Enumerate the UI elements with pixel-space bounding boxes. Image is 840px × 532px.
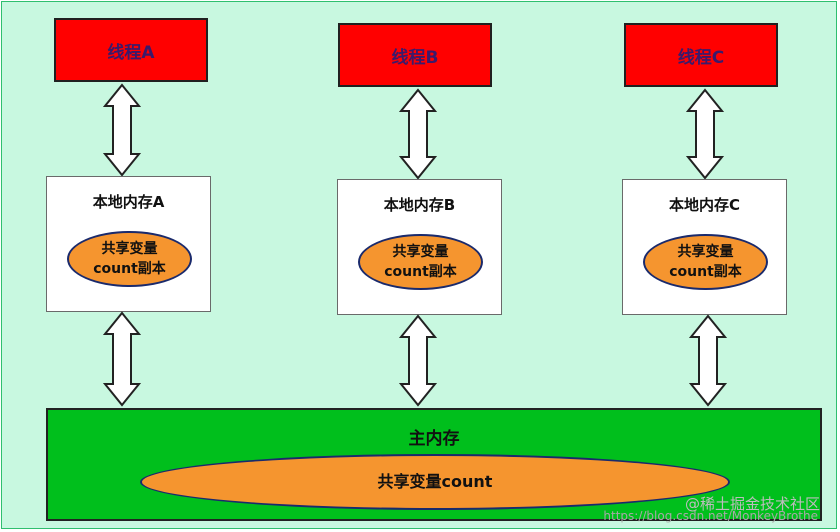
local-memory-c-variable: 共享变量 count副本 bbox=[643, 234, 768, 290]
local-memory-b-variable: 共享变量 count副本 bbox=[358, 234, 483, 290]
watermark-url: https://blog.csdn.net/MonkeyBrothe bbox=[603, 509, 818, 523]
main-memory-title: 主内存 bbox=[408, 429, 460, 449]
local-memory-b-title: 本地内存B bbox=[383, 196, 456, 214]
thread-b-box: 线程B bbox=[338, 23, 492, 87]
variable-line1: 共享变量 bbox=[101, 241, 158, 257]
local-c-main-arrow bbox=[688, 314, 728, 407]
thread-b-local-arrow bbox=[398, 88, 438, 180]
local-memory-a: 本地内存A 共享变量 count副本 bbox=[46, 176, 211, 312]
main-variable-label: 共享变量count bbox=[377, 472, 493, 491]
local-memory-c: 本地内存C 共享变量 count副本 bbox=[622, 179, 787, 315]
thread-c-label: 线程C bbox=[677, 47, 725, 68]
local-memory-a-variable: 共享变量 count副本 bbox=[67, 231, 192, 287]
local-b-main-arrow bbox=[398, 314, 438, 407]
watermark-brand: @稀土掘金技术社区 bbox=[684, 495, 820, 513]
thread-a-label: 线程A bbox=[107, 42, 155, 63]
thread-a-box: 线程A bbox=[54, 18, 208, 82]
main-memory: 主内存 共享变量count bbox=[46, 408, 822, 521]
variable-line2: count副本 bbox=[384, 264, 457, 280]
local-memory-b: 本地内存B 共享变量 count副本 bbox=[337, 179, 502, 315]
thread-a-local-arrow bbox=[102, 83, 142, 177]
thread-c-box: 线程C bbox=[624, 23, 778, 87]
variable-line2: count副本 bbox=[93, 261, 166, 277]
variable-line2: count副本 bbox=[669, 264, 742, 280]
local-memory-a-title: 本地内存A bbox=[92, 193, 165, 211]
local-memory-c-title: 本地内存C bbox=[668, 196, 740, 214]
thread-b-label: 线程B bbox=[391, 47, 439, 68]
variable-line1: 共享变量 bbox=[677, 244, 734, 260]
local-a-main-arrow bbox=[102, 311, 142, 407]
thread-c-local-arrow bbox=[685, 88, 725, 180]
main-memory-variable: 共享变量count bbox=[140, 454, 730, 510]
variable-line1: 共享变量 bbox=[392, 244, 449, 260]
